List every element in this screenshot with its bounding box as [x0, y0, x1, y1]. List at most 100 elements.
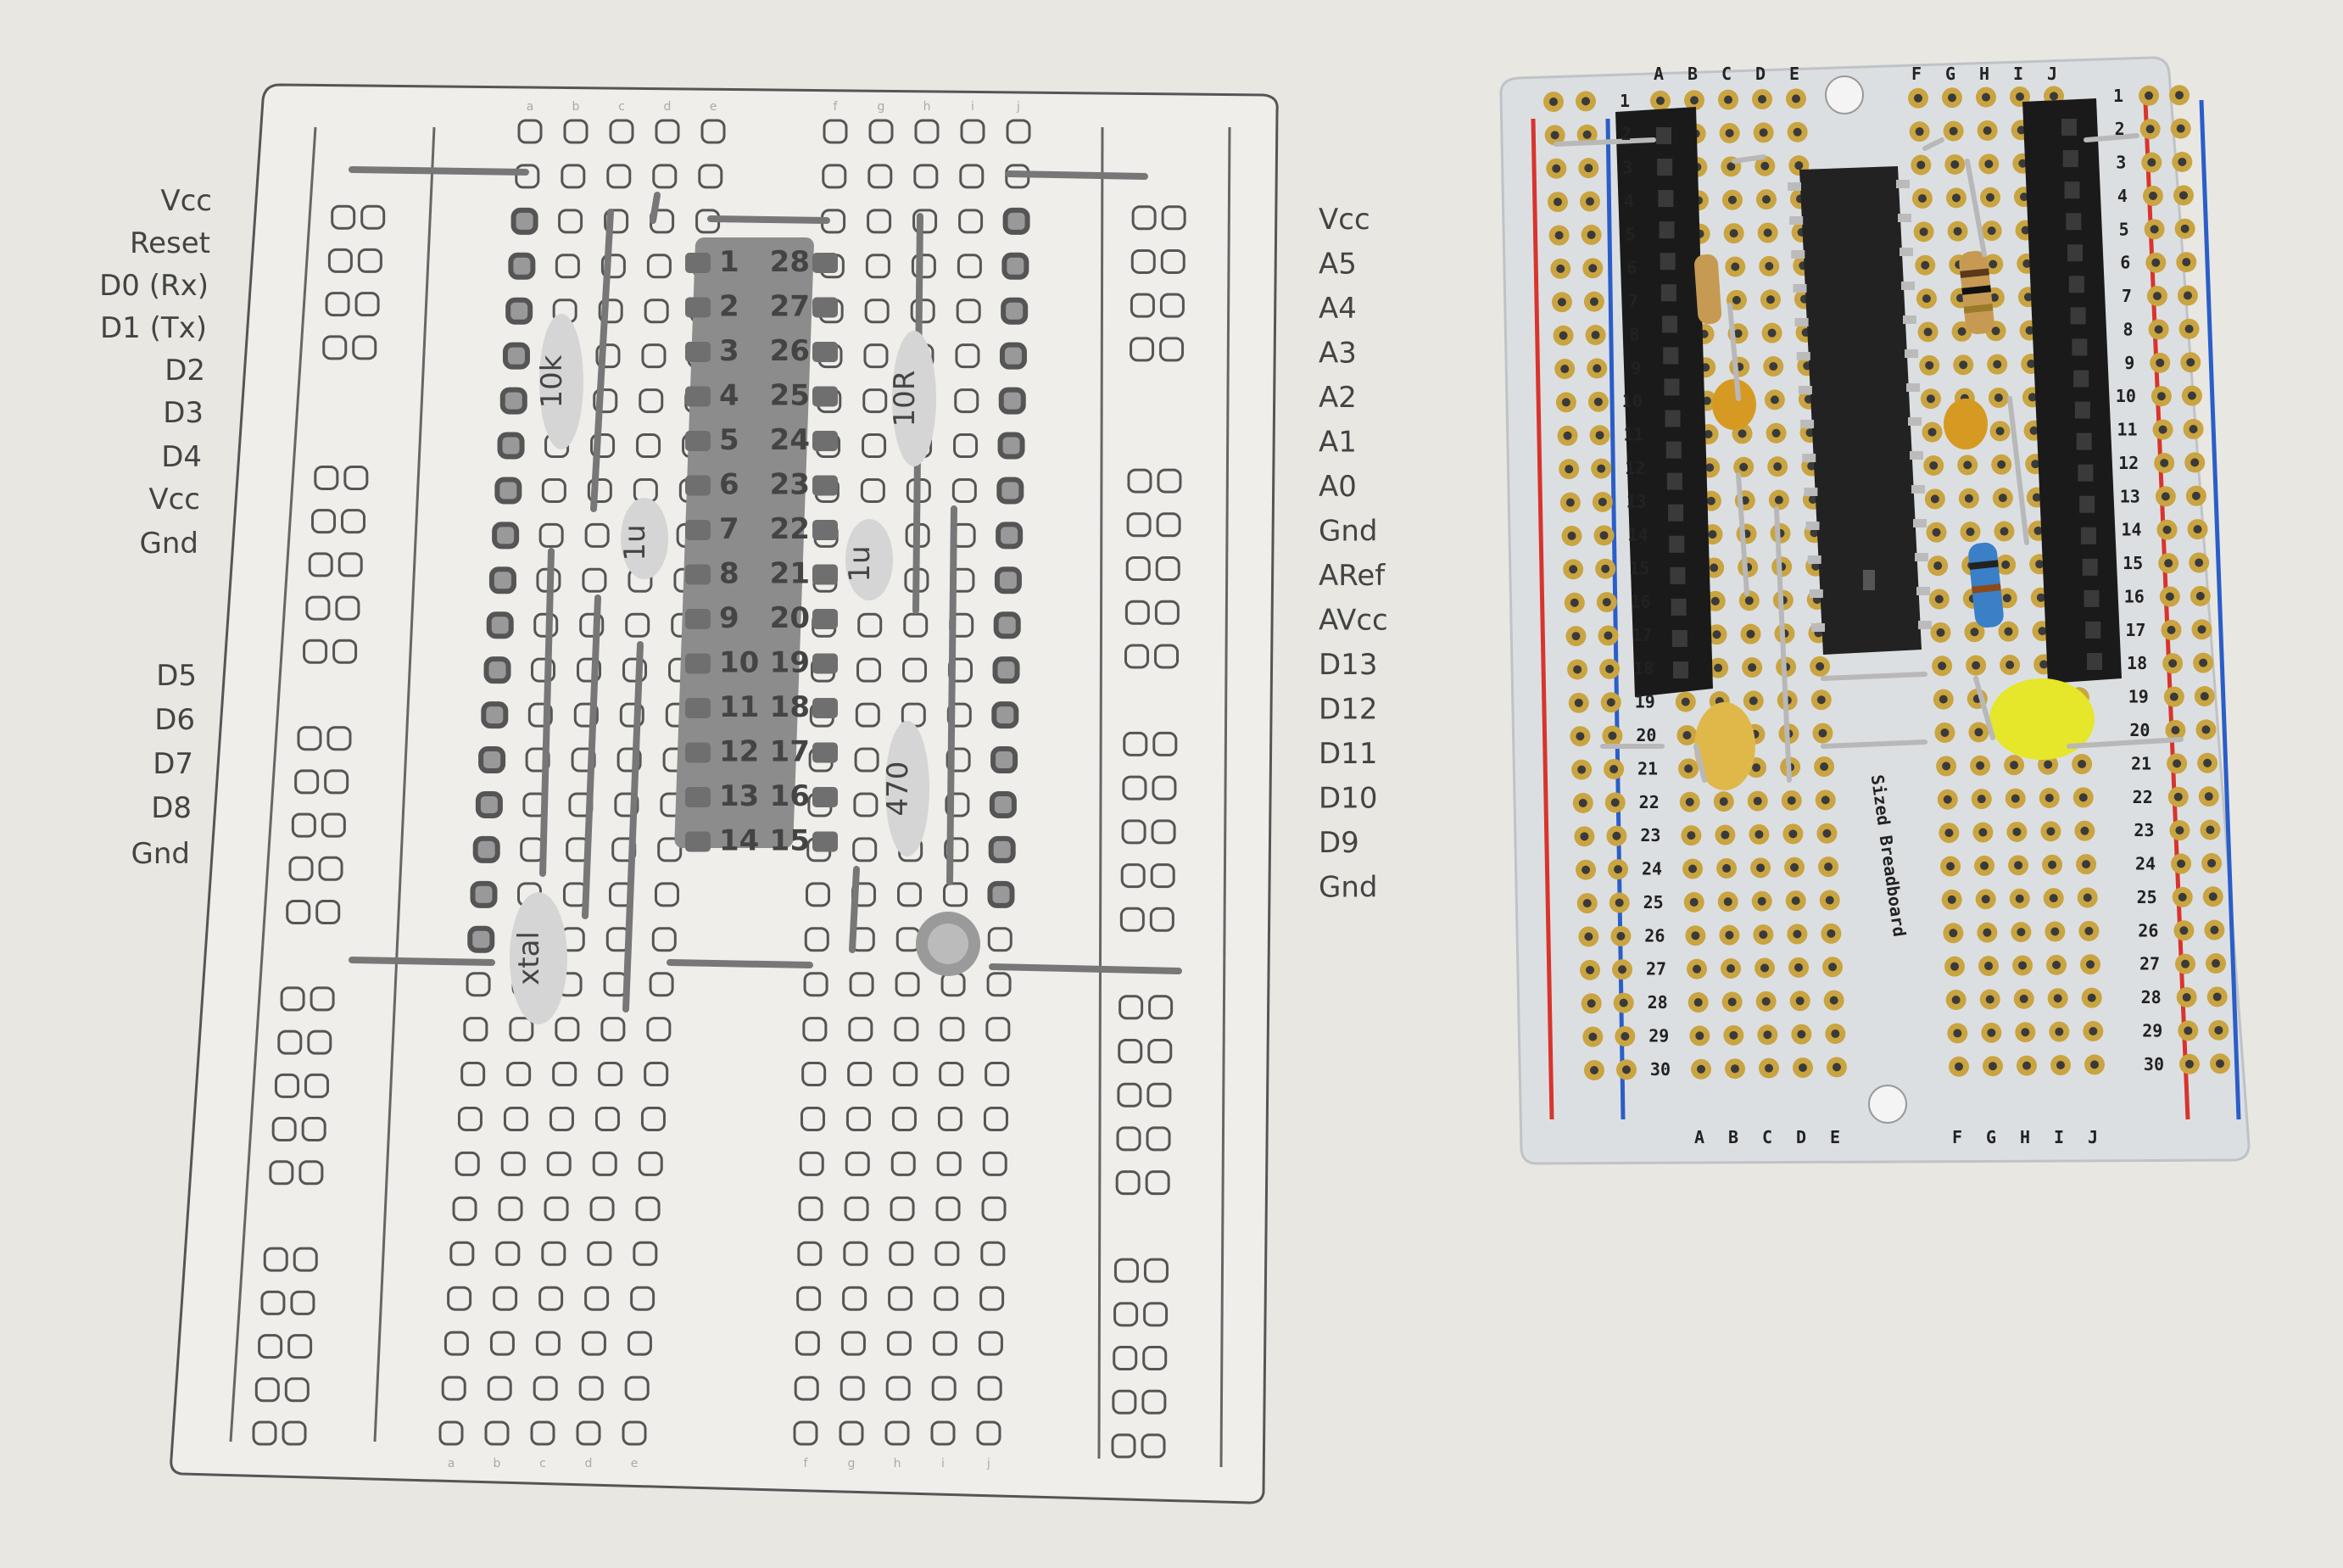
pcb-pad-hole: [1752, 763, 1761, 773]
pcb-pad-hole: [1593, 364, 1602, 373]
ic-pin-number-right: 18: [770, 690, 810, 724]
pcb-row-number-right: 20: [2129, 720, 2150, 740]
header-slot: [1665, 441, 1682, 459]
pcb-row-number-left: 6: [1626, 258, 1637, 278]
pcb-pad-hole: [2052, 960, 2061, 969]
diagram-hole: [595, 343, 621, 369]
pcb-pad-hole: [1766, 295, 1775, 304]
diagram-hole: [979, 1286, 1005, 1311]
diagram-hole: [466, 972, 491, 997]
ic-leg-left: [685, 253, 711, 273]
pcb-column-letter-top: A: [1654, 64, 1664, 84]
ic-pin-number-right: 27: [770, 290, 810, 324]
chip-legs: [1788, 180, 1932, 632]
diagram-hole: [515, 164, 540, 189]
pcb-row-number-left: 15: [1629, 558, 1649, 578]
pcb-pad-hole: [2212, 959, 2221, 968]
diagram-hole: [896, 882, 922, 907]
diagram-hole: [533, 1375, 558, 1401]
diagram-hole: [996, 522, 1024, 550]
pcb-pad-hole: [2216, 1059, 2224, 1069]
pcb-row-number-left: 19: [1635, 692, 1655, 712]
ic-leg-right: [812, 653, 838, 674]
pcb-row-number-left: 7: [1628, 291, 1638, 311]
diagram-hole: [886, 1331, 912, 1356]
diagram-hole: [993, 611, 1021, 639]
pcb-column-letter-top: C: [1721, 64, 1732, 84]
diagram-rail-hole: [321, 812, 346, 838]
ic-leg-left: [685, 787, 711, 807]
diagram-column-letter-top: h: [923, 100, 931, 114]
pcb-column-letter-bottom: C: [1762, 1127, 1772, 1147]
pcb-pad-hole: [1763, 228, 1772, 237]
pcb-row-number-left: 5: [1626, 224, 1636, 244]
pcb-pad-hole: [1820, 762, 1829, 771]
pcb-pad-hole: [1595, 431, 1604, 440]
header-slot: [2082, 558, 2098, 576]
pcb-pad-hole: [1702, 396, 1711, 405]
header-right-slots: [2061, 119, 2102, 670]
diagram-hole: [939, 1062, 964, 1087]
diagram-wire: [667, 959, 813, 968]
diagram-rail-hole: [338, 552, 363, 578]
ic-pin-number-left: 4: [719, 379, 739, 413]
pcb-row-number-right: 15: [2123, 553, 2143, 573]
pcb-pad-hole: [2176, 124, 2185, 133]
ic-pin-number-left: 6: [719, 468, 739, 502]
diagram-wire: [1006, 170, 1148, 180]
resistor-10k-shape: [539, 314, 583, 449]
pcb-pad-hole: [2204, 792, 2213, 801]
pcb-pad-hole: [1797, 1030, 1806, 1039]
pcb-column-letter-bottom: E: [1830, 1127, 1840, 1147]
diagram-hole: [793, 1420, 818, 1446]
ic-pin-number-right: 25: [770, 379, 810, 413]
pcb-pad-hole: [2055, 1027, 2064, 1036]
pcb-row-number-right: 24: [2135, 854, 2156, 874]
pcb-pad-hole: [1722, 863, 1732, 873]
diagram-hole: [530, 1420, 555, 1446]
diagram-hole: [488, 566, 516, 594]
diagram-hole: [598, 299, 623, 324]
pcb-pad-hole: [2184, 324, 2194, 333]
pcb-wire: [1965, 159, 1987, 257]
diagram-wire: [707, 215, 830, 224]
pcb-pad-hole: [1926, 394, 1935, 404]
pcb-pad-hole: [1765, 261, 1774, 271]
ic-leg-right: [812, 431, 838, 451]
pcb-pad-hole: [2180, 224, 2190, 233]
chip-leg-left: [1789, 216, 1804, 225]
pcb-column-letter-bottom: F: [1952, 1127, 1962, 1147]
diagram-hole: [600, 254, 626, 279]
pcb-pad-hole: [1982, 92, 1990, 102]
pcb-pad-hole: [2175, 826, 2184, 835]
diagram-hole: [584, 1286, 610, 1311]
pcb-pad-hole: [1574, 698, 1583, 707]
pcb-jumper-wires: [1554, 133, 2184, 783]
diagram-rail-hole: [288, 856, 314, 881]
pcb-pad-hole: [2182, 993, 2191, 1002]
diagram-hole: [614, 792, 639, 817]
printed-layout-diagram: 1234567891011121314282726252423222120191…: [170, 83, 1279, 1504]
resistor-10r-shape: [892, 331, 936, 466]
pcb-pad-hole: [1619, 998, 1628, 1007]
diagram-hole: [868, 119, 894, 144]
pcb-wire: [1554, 137, 1656, 147]
left-pin-label: D1 (Tx): [100, 311, 207, 345]
pcb-pad-hole: [2191, 491, 2201, 500]
diagram-hole: [546, 1151, 572, 1176]
pcb-column-letter-top: F: [1911, 64, 1922, 84]
diagram-column-letter-top: f: [834, 100, 839, 114]
pcb-pad-hole: [2035, 560, 2045, 569]
diagram-hole: [484, 1420, 510, 1446]
pcb-pad-hole: [2186, 358, 2195, 367]
diagram-hole: [619, 702, 644, 728]
diagram-hole: [470, 880, 498, 908]
left-pin-label: D6: [154, 703, 195, 737]
pcb-pad-hole: [1589, 297, 1598, 306]
header-slot: [2066, 213, 2082, 231]
diagram-rail-hole: [1130, 248, 1156, 274]
pcb-pad-hole: [1550, 131, 1559, 140]
diagram-rail-hole: [343, 465, 369, 490]
diagram-hole: [506, 1062, 532, 1087]
pcb-pad-hole: [1582, 130, 1592, 139]
